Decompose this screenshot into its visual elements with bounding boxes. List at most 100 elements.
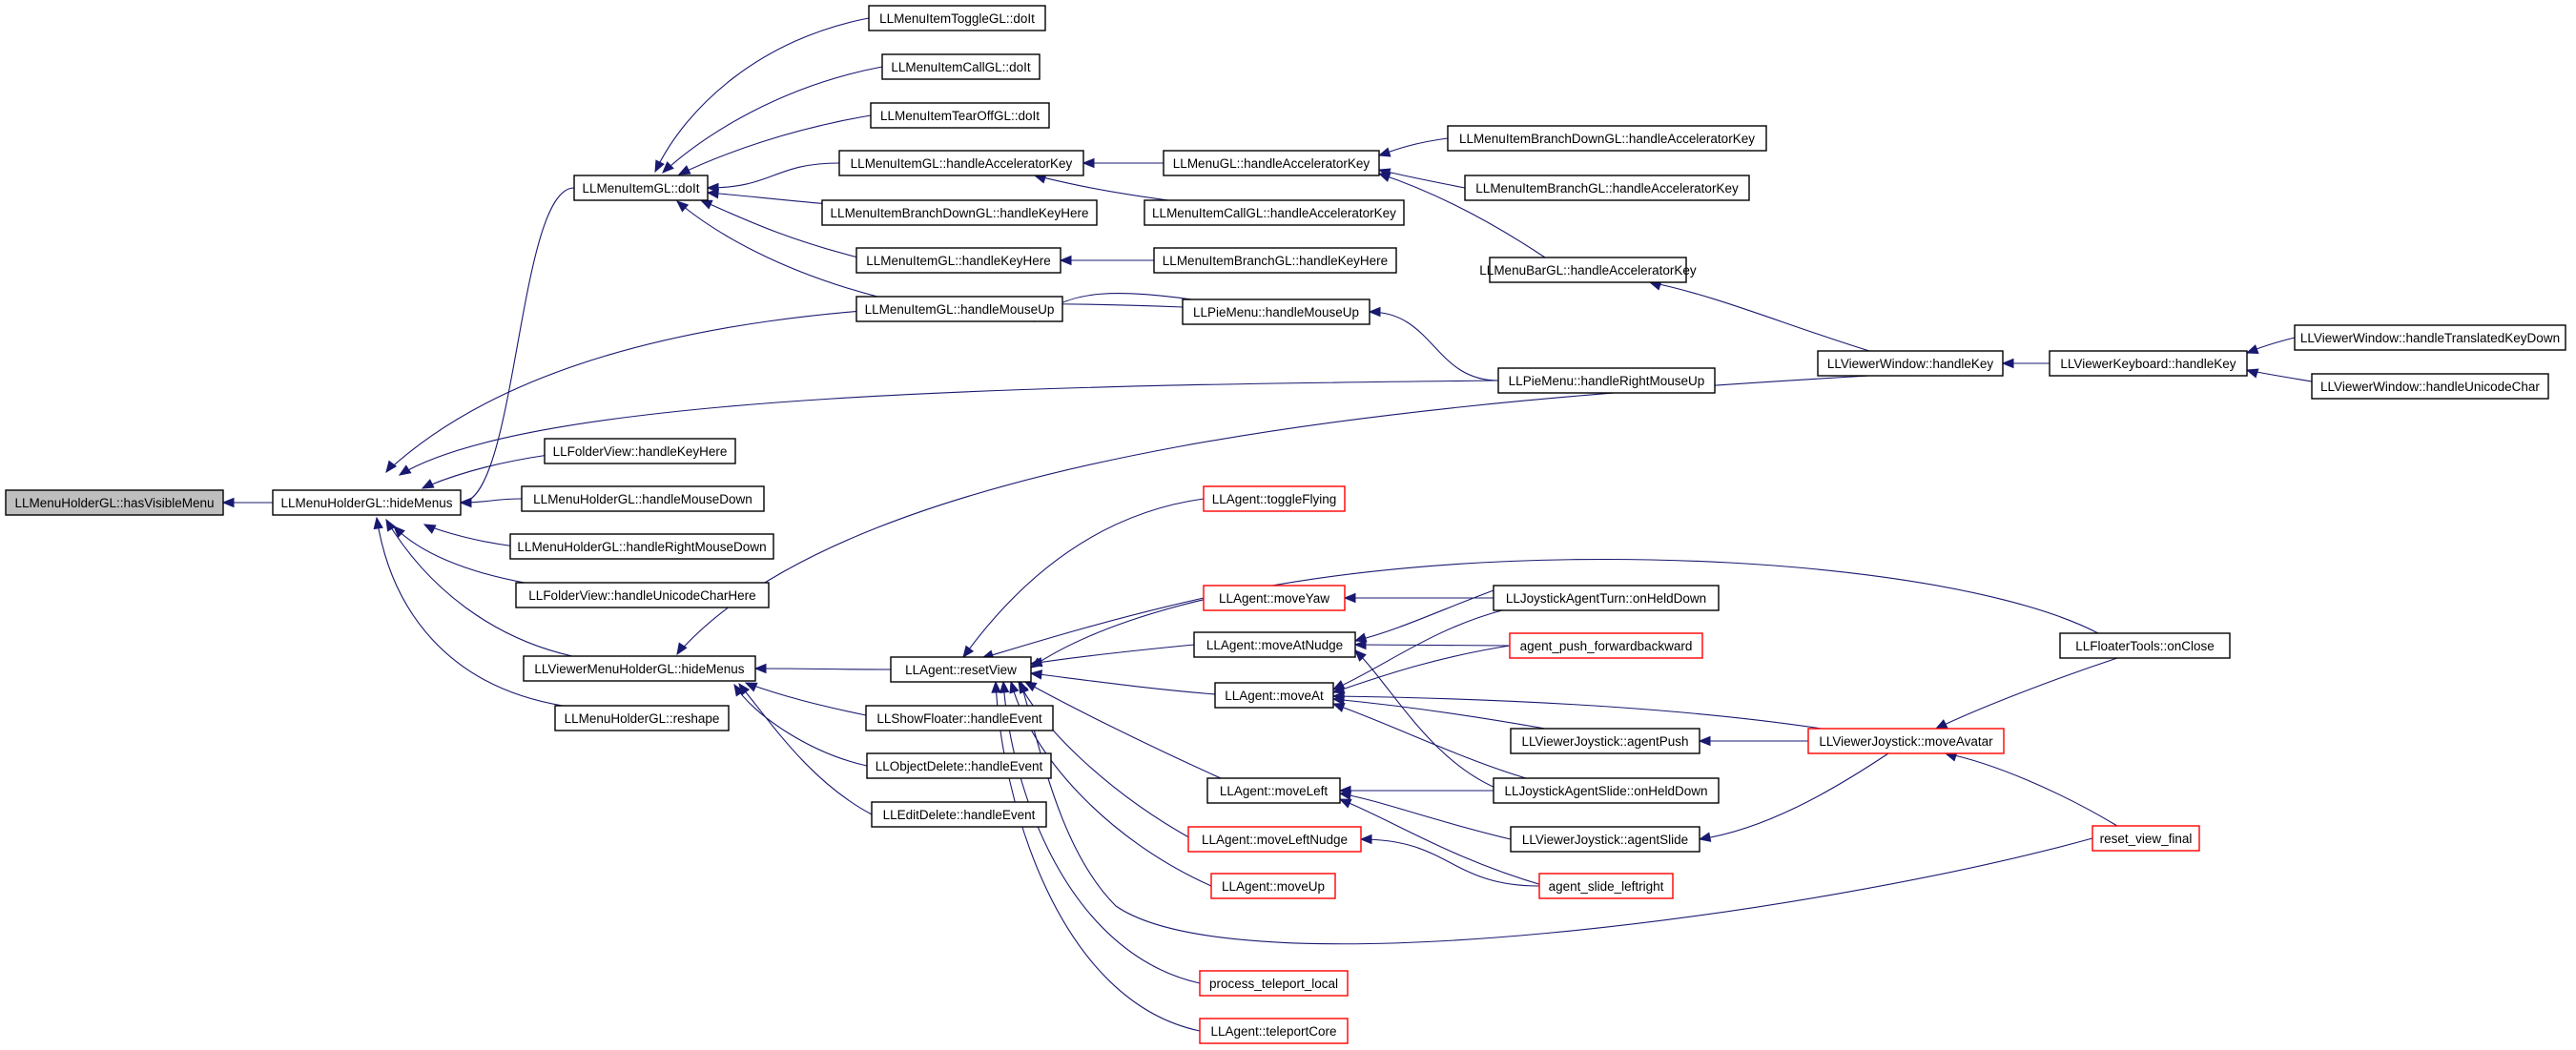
graph-node[interactable]: LLViewerWindow::handleUnicodeChar	[2311, 373, 2549, 400]
node-box	[1210, 873, 1336, 899]
graph-node[interactable]: LLMenuItemGL::handleMouseUp	[855, 296, 1063, 322]
graph-node[interactable]: LLViewerJoystick::agentPush	[1510, 728, 1700, 754]
node-label: LLMenuItemGL::handleMouseUp	[865, 302, 1055, 317]
node-label: LLMenuHolderGL::hideMenus	[280, 496, 452, 510]
node-box	[1510, 826, 1700, 853]
graph-node[interactable]: LLMenuItemBranchGL::handleAcceleratorKey	[1464, 175, 1750, 201]
edge-line	[1339, 793, 1512, 840]
edge-line	[1354, 644, 1511, 647]
graph-node[interactable]: LLEditDelete::handleEvent	[871, 801, 1047, 828]
edge-n17-n16	[1368, 306, 1499, 381]
graph-node[interactable]: LLFolderView::handleUnicodeCharHere	[515, 582, 770, 608]
edge-line	[678, 114, 872, 175]
graph-node[interactable]: LLFloaterTools::onClose	[2059, 632, 2231, 659]
graph-node[interactable]: LLObjectDelete::handleEvent	[866, 752, 1052, 779]
edge-line	[1354, 649, 1503, 792]
graph-node[interactable]: LLAgent::moveAtNudge	[1193, 631, 1356, 658]
arrowhead-icon	[1353, 632, 1368, 643]
arrowhead-icon	[1354, 649, 1367, 662]
node-label: LLMenuItemGL::doIt	[582, 181, 699, 196]
graph-node[interactable]: LLMenuItemToggleGL::doIt	[868, 5, 1046, 31]
graph-node[interactable]: LLAgent::moveUp	[1210, 873, 1336, 899]
edge-line	[1030, 558, 2099, 669]
graph-node[interactable]: LLMenuHolderGL::handleMouseDown	[521, 485, 765, 512]
graph-node[interactable]: LLViewerMenuHolderGL::hideMenus	[523, 655, 756, 682]
graph-node[interactable]: LLPieMenu::handleMouseUp	[1182, 299, 1370, 325]
edge-n26-n1	[385, 518, 573, 657]
graph-node[interactable]: LLViewerJoystick::agentSlide	[1510, 826, 1700, 853]
graph-node[interactable]: LLMenuItemCallGL::doIt	[881, 53, 1041, 80]
graph-node[interactable]: LLMenuItemCallGL::handleAcceleratorKey	[1144, 199, 1405, 226]
arrowhead-icon	[2245, 368, 2259, 379]
node-label: LLPieMenu::handleRightMouseUp	[1509, 374, 1705, 388]
node-box	[521, 485, 765, 512]
edge-n1-n0	[221, 497, 273, 508]
graph-node[interactable]: LLPieMenu::handleRightMouseUp	[1497, 367, 1716, 394]
graph-node[interactable]: LLMenuItemGL::doIt	[573, 175, 709, 201]
graph-node[interactable]: LLAgent::moveYaw	[1203, 585, 1346, 611]
graph-node[interactable]: LLAgent::moveAt	[1214, 682, 1334, 709]
arrowhead-icon	[1377, 173, 1391, 182]
edge-n47-n43	[1698, 735, 1808, 747]
arrowhead-icon	[385, 460, 398, 474]
node-box	[1153, 247, 1397, 274]
edge-n46-n37	[1359, 834, 1540, 887]
node-label: LLViewerWindow::handleKey	[1827, 357, 1994, 371]
graph-node[interactable]: LLMenuGL::handleAcceleratorKey	[1163, 150, 1380, 176]
graph-node[interactable]: LLMenuItemGL::handleKeyHere	[855, 247, 1061, 274]
node-box	[2049, 350, 2248, 377]
arrowhead-icon	[744, 682, 758, 692]
graph-node[interactable]: process_teleport_local	[1199, 970, 1349, 997]
edge-n34-n28	[1029, 644, 1195, 668]
node-box	[1206, 777, 1341, 804]
node-box	[1447, 125, 1767, 152]
node-label: LLMenuItemBranchDownGL::handleAccelerato…	[1459, 132, 1755, 146]
graph-node[interactable]: LLMenuItemGL::handleAcceleratorKey	[838, 150, 1084, 176]
graph-node[interactable]: LLMenuItemBranchDownGL::handleKeyHere	[821, 199, 1098, 226]
node-label: LLMenuItemToggleGL::doIt	[879, 11, 1035, 26]
graph-node[interactable]: LLJoystickAgentTurn::onHeldDown	[1493, 585, 1720, 611]
arrowhead-icon	[1343, 592, 1356, 604]
graph-node[interactable]: LLViewerWindow::handleTranslatedKeyDown	[2294, 324, 2566, 351]
graph-node[interactable]: LLAgent::moveLeft	[1206, 777, 1341, 804]
graph-node[interactable]: LLMenuItemTearOffGL::doIt	[870, 102, 1050, 129]
graph-node[interactable]: agent_push_forwardbackward	[1509, 632, 1703, 659]
graph-node[interactable]: LLMenuBarGL::handleAcceleratorKey	[1479, 257, 1697, 283]
edge-line	[1369, 311, 1499, 381]
node-label: LLMenuItemBranchGL::handleAcceleratorKey	[1475, 181, 1739, 196]
graph-node[interactable]: LLAgent::toggleFlying	[1203, 485, 1346, 512]
node-box	[1187, 826, 1362, 853]
graph-node[interactable]: LLJoystickAgentSlide::onHeldDown	[1493, 777, 1720, 804]
arrowhead-icon	[677, 165, 691, 175]
graph-node[interactable]: LLMenuItemBranchDownGL::handleAccelerato…	[1447, 125, 1767, 152]
graph-node[interactable]: LLAgent::resetView	[890, 656, 1032, 683]
graph-node[interactable]: LLFolderView::handleKeyHere	[544, 438, 736, 464]
graph-node[interactable]: LLMenuHolderGL::hasVisibleMenu	[5, 489, 224, 516]
graph-node[interactable]: LLMenuHolderGL::handleRightMouseDown	[509, 533, 774, 560]
arrowhead-icon	[1368, 306, 1381, 318]
graph-node[interactable]: reset_view_final	[2092, 825, 2200, 852]
edge-line	[707, 192, 840, 206]
graph-node[interactable]: LLMenuHolderGL::reshape	[554, 705, 730, 731]
graph-node[interactable]: LLViewerWindow::handleKey	[1817, 350, 2004, 377]
edge-line	[1360, 838, 1540, 887]
graph-node[interactable]: LLAgent::moveLeftNudge	[1187, 826, 1362, 853]
graph-node[interactable]: LLMenuHolderGL::hideMenus	[272, 489, 462, 516]
graph-node[interactable]: LLMenuItemBranchGL::handleKeyHere	[1153, 247, 1397, 274]
edge-n44-n34	[1354, 649, 1503, 792]
edge-line	[1332, 698, 1546, 730]
edge-line	[1018, 681, 1193, 840]
graph-node[interactable]: LLViewerJoystick::moveAvatar	[1807, 728, 2005, 754]
edge-n27-n1	[373, 516, 564, 707]
arrowhead-icon	[753, 663, 767, 674]
graph-node[interactable]: agent_slide_leftright	[1538, 873, 1674, 899]
node-box	[2059, 632, 2231, 659]
edge-line	[1030, 672, 1216, 695]
graph-node[interactable]: LLShowFloater::handleEvent	[865, 705, 1054, 731]
graph-node[interactable]: LLAgent::teleportCore	[1199, 1018, 1349, 1044]
graph-node[interactable]: LLViewerKeyboard::handleKey	[2049, 350, 2248, 377]
edge-n40-n28	[991, 680, 1201, 1032]
edge-line	[962, 498, 1205, 658]
edge-line	[1354, 585, 1508, 642]
edge-n32-n28	[962, 498, 1205, 659]
